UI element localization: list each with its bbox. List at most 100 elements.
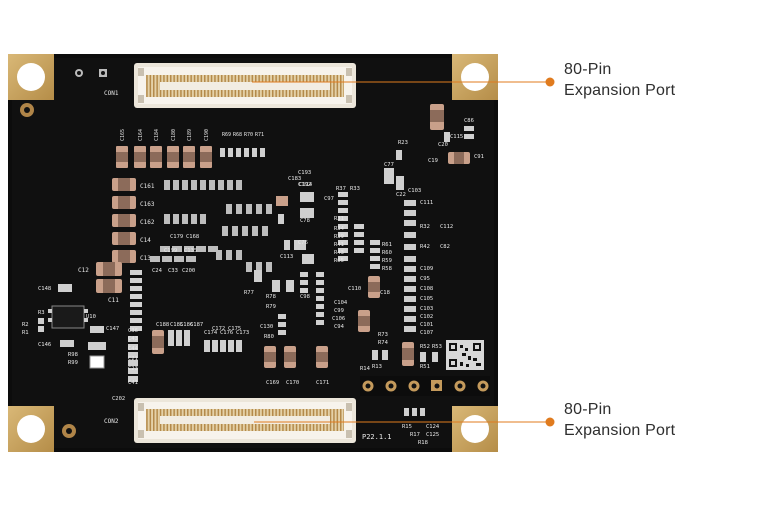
silk-r79: R79 <box>266 304 276 310</box>
silk-c82: C82 <box>440 244 450 250</box>
passive-grid-center <box>150 180 272 272</box>
mounting-hole-top-left <box>8 54 54 100</box>
silk-c43: C43 <box>128 336 138 342</box>
silk-c124: C124 <box>426 424 440 430</box>
silk-c41: C41 <box>128 380 138 386</box>
silk-c115: C115 <box>450 134 463 140</box>
silk-c176: C176 <box>220 330 233 336</box>
silk-c173: C173 <box>236 330 249 336</box>
silk-r15: R15 <box>402 424 412 430</box>
silk-c91: C91 <box>474 154 484 160</box>
silk-c19: C19 <box>428 158 438 164</box>
silk-r74: R74 <box>378 340 389 346</box>
silk-c86: C86 <box>464 118 474 124</box>
capacitor-column-right <box>404 200 416 332</box>
silk-c94: C94 <box>334 324 345 330</box>
silk-u10: U10 <box>86 314 96 320</box>
resistor-column-left <box>130 270 142 331</box>
silk-c108: C108 <box>420 286 433 292</box>
silk-r39: R39 <box>334 234 344 240</box>
silk-c110: C110 <box>348 286 361 292</box>
silk-c148: C148 <box>38 286 51 292</box>
silk-c146: C146 <box>38 342 51 348</box>
component-cluster-bottom-left <box>38 284 138 382</box>
silk-r65: R65 <box>334 258 344 264</box>
silk-c111: C111 <box>420 200 433 206</box>
silk-top-cap-2: C164 <box>138 129 144 141</box>
silk-c192: C192 <box>298 182 311 188</box>
silk-c113: C113 <box>280 254 293 260</box>
silk-c175: C175 <box>228 326 241 332</box>
resistor-column-center <box>300 272 324 325</box>
silk-c105: C105 <box>420 296 433 302</box>
silk-r58: R58 <box>382 266 392 272</box>
silk-top-cap-1: C165 <box>120 129 126 141</box>
expansion-connector-top <box>134 63 356 108</box>
silk-r17: R17 <box>410 432 420 438</box>
silk-c103b: C103 <box>408 188 421 194</box>
silk-r53: R53 <box>432 344 442 350</box>
silk-c200: C200 <box>182 268 195 274</box>
silk-r69: R69 <box>222 132 231 138</box>
silk-c103: C103 <box>420 306 433 312</box>
silk-c14: C14 <box>140 237 151 244</box>
silk-r60: R60 <box>382 250 392 256</box>
silk-r59: R59 <box>382 258 392 264</box>
mounting-hole-bottom-left <box>8 406 54 452</box>
silk-c162: C162 <box>140 219 155 226</box>
silk-c172: C172 <box>212 326 225 332</box>
silk-c101: C101 <box>420 322 433 328</box>
silk-r43: R43 <box>334 250 344 256</box>
silk-c20: C20 <box>438 142 448 148</box>
silk-c199: C199 <box>164 248 177 254</box>
silk-c109: C109 <box>420 266 433 272</box>
resistor-array-right <box>338 192 380 269</box>
component-cluster-bottom-middle <box>152 276 380 368</box>
silk-c78: C78 <box>300 218 310 224</box>
silk-c170: C170 <box>286 380 299 386</box>
capacitor-c12-c11 <box>96 262 122 293</box>
callout-label-top: 80-Pin Expansion Port <box>564 59 675 101</box>
silk-r2: R2 <box>22 322 29 328</box>
silk-c33: C33 <box>168 268 178 274</box>
silk-c114: C114 <box>299 182 313 188</box>
silk-r73: R73 <box>378 332 388 338</box>
expansion-connector-bottom <box>134 398 356 443</box>
silk-r33: R33 <box>350 186 360 192</box>
connector-label-con1: CON1 <box>104 90 119 97</box>
connector-label-con2: CON2 <box>104 418 119 425</box>
silk-r41: R41 <box>334 242 344 248</box>
silk-c106: C106 <box>332 316 345 322</box>
silk-c161: C161 <box>140 183 155 190</box>
silk-c95: C95 <box>420 276 430 282</box>
silk-top-cap-6: C190 <box>204 129 210 141</box>
silk-r18: R18 <box>418 440 428 446</box>
silk-r98: R98 <box>68 352 78 358</box>
callout-line-bottom <box>254 417 555 427</box>
silk-c147: C147 <box>106 326 119 332</box>
silk-top-cap-5: C189 <box>187 129 193 141</box>
silk-c193: C193 <box>298 170 311 176</box>
component-cluster-top-right <box>384 104 474 190</box>
callout-bottom-line2: Expansion Port <box>564 422 676 439</box>
silk-c188: C188 <box>156 322 169 328</box>
silk-c21: C21 <box>128 356 138 362</box>
silk-c183: C183 <box>288 176 301 182</box>
silk-c112: C112 <box>440 224 453 230</box>
component-cluster-center <box>254 192 314 292</box>
silk-r99: R99 <box>68 360 78 366</box>
svg-text:C11: C11 <box>108 297 119 304</box>
silk-r80: R80 <box>264 334 274 340</box>
svg-text:C12: C12 <box>78 267 89 274</box>
callout-line-top <box>252 77 555 87</box>
silk-c102: C102 <box>420 314 433 320</box>
silk-r13: R13 <box>372 364 382 370</box>
silk-r34: R34 <box>334 226 345 232</box>
capacitor-row-top <box>116 146 212 168</box>
silk-r61: R61 <box>382 242 392 248</box>
silk-r68: R68 <box>233 132 242 138</box>
silk-r77: R77 <box>244 290 254 296</box>
silk-c36: C36 <box>128 328 138 334</box>
silk-c163: C163 <box>140 201 155 208</box>
